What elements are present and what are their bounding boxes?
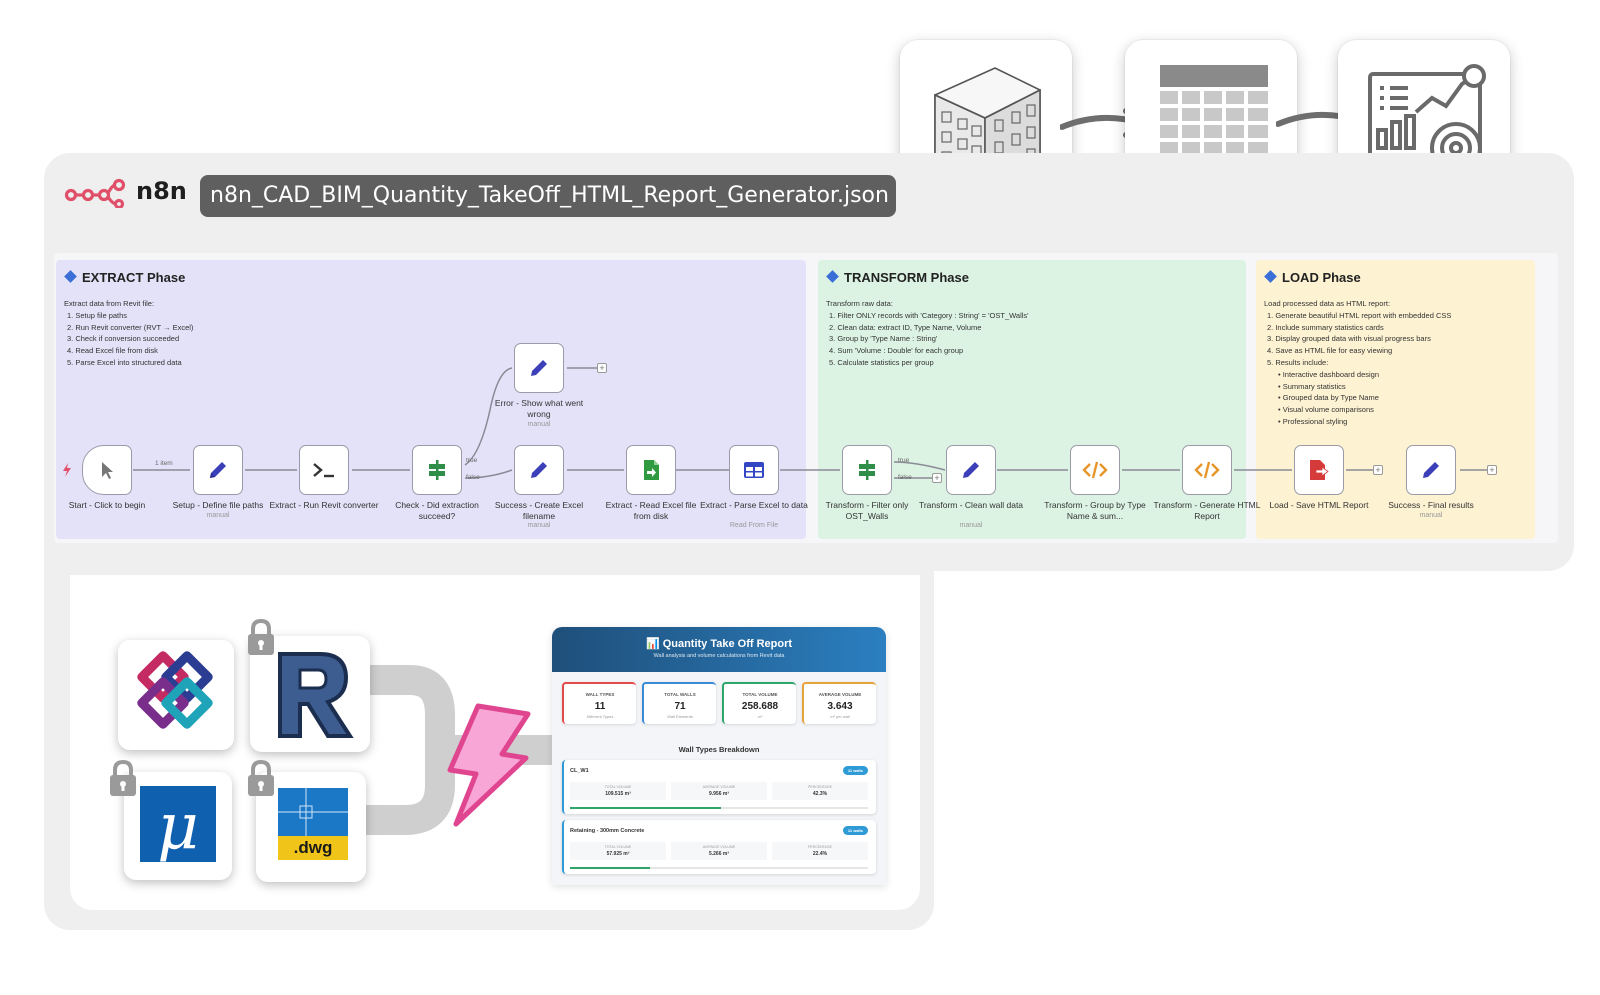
edge-label: 1 item xyxy=(155,460,173,467)
dwg-icon xyxy=(278,788,348,860)
node-label: Extract - Run Revit converter xyxy=(269,500,379,510)
node-subtitle: Read From File xyxy=(729,522,779,529)
pencil-icon xyxy=(963,462,979,478)
add-node-button[interactable]: + xyxy=(1373,465,1383,475)
report-preview[interactable]: 📊 Quantity Take Off Report Wall analysis… xyxy=(552,627,886,885)
node-label: Load - Save HTML Report xyxy=(1269,500,1369,510)
node-parse-excel[interactable] xyxy=(729,445,779,495)
ifc-icon xyxy=(137,651,213,729)
node-generate-report[interactable] xyxy=(1182,445,1232,495)
dwg-tile[interactable]: .dwg xyxy=(256,772,366,882)
connections xyxy=(133,367,1487,479)
transform-phase-description: Transform raw data: 1. Filter ONLY recor… xyxy=(826,299,1029,367)
node-success-create[interactable] xyxy=(514,445,564,495)
if-split-icon xyxy=(429,460,445,480)
report-title: 📊 Quantity Take Off Report xyxy=(645,638,793,650)
node-label: Success - Create Excel filename xyxy=(494,500,584,521)
node-error[interactable] xyxy=(514,343,564,393)
section-title: Wall Types Breakdown xyxy=(678,745,760,754)
node-subtitle: manual xyxy=(527,522,551,529)
edge-label-true: true xyxy=(898,457,910,464)
node-check[interactable] xyxy=(412,445,462,495)
cursor-icon xyxy=(102,462,113,479)
load-phase-description: Load processed data as HTML report: 1. G… xyxy=(1264,299,1452,426)
code-icon xyxy=(1082,461,1108,479)
node-label: Transform - Generate HTML Report xyxy=(1153,500,1261,521)
load-phase-title: LOAD Phase xyxy=(1264,270,1361,285)
wall-type-card: Retaining - 300mm Concrete 11 walls TOTA… xyxy=(562,820,876,874)
node-label: Extract - Parse Excel to data xyxy=(700,500,808,510)
add-node-button[interactable]: + xyxy=(1487,465,1497,475)
node-label: Success - Final results xyxy=(1388,500,1474,510)
lock-icon xyxy=(248,760,274,796)
if-split-icon xyxy=(859,460,875,480)
edge-label-true: true xyxy=(466,457,478,464)
node-label: Transform - Clean wall data xyxy=(918,500,1024,510)
transform-phase-title: TRANSFORM Phase xyxy=(826,270,969,285)
node-read-excel[interactable] xyxy=(626,445,676,495)
report-subtitle: Wall analysis and volume calculations fr… xyxy=(653,653,785,659)
node-subtitle: manual xyxy=(206,512,230,519)
progress-fill xyxy=(570,807,722,809)
table-icon xyxy=(744,462,764,478)
progress-bar xyxy=(570,867,868,869)
code-icon xyxy=(1194,461,1220,479)
node-label: Extract - Read Excel file from disk xyxy=(605,500,697,521)
node-subtitle: manual xyxy=(1419,512,1443,519)
wall-count-badge: 11 walls xyxy=(842,826,868,835)
node-start[interactable] xyxy=(82,445,132,495)
svg-text:μ: μ xyxy=(157,790,199,864)
node-subtitle: manual xyxy=(959,522,983,529)
microstation-tile[interactable]: μ xyxy=(124,772,232,880)
extract-phase-description: Extract data from Revit file: 1. Setup f… xyxy=(64,299,194,367)
pencil-icon xyxy=(1423,462,1439,478)
node-label: Transform - Group by Type Name & sum... xyxy=(1044,500,1146,521)
add-node-button[interactable]: + xyxy=(597,363,607,373)
node-subtitle: manual xyxy=(527,421,551,428)
workflow-file-name[interactable]: n8n_CAD_BIM_Quantity_TakeOff_HTML_Report… xyxy=(200,175,896,217)
pencil-icon xyxy=(531,360,547,376)
node-label: Setup - Define file paths xyxy=(172,500,264,510)
terminal-icon xyxy=(313,463,334,478)
edge-label-false: false xyxy=(466,474,480,481)
file-export-icon xyxy=(1310,460,1329,480)
node-setup[interactable] xyxy=(193,445,243,495)
node-label: Start - Click to begin xyxy=(68,500,146,510)
pencil-icon xyxy=(531,462,547,478)
report-header: 📊 Quantity Take Off Report Wall analysis… xyxy=(552,627,886,672)
file-import-icon xyxy=(644,460,659,480)
node-label: Transform - Filter only OST_Walls xyxy=(825,500,909,521)
n8n-logo-icon xyxy=(64,178,126,208)
progress-bar xyxy=(570,807,868,809)
node-save-report[interactable] xyxy=(1294,445,1344,495)
node-label: Check - Did extraction succeed? xyxy=(395,500,479,521)
node-final-results[interactable] xyxy=(1406,445,1456,495)
node-group-sum[interactable] xyxy=(1070,445,1120,495)
revit-icon xyxy=(278,652,354,738)
progress-fill xyxy=(570,867,651,869)
microstation-icon: μ xyxy=(140,786,216,864)
wall-count-badge: 11 walls xyxy=(842,766,868,775)
edge-label-false: false xyxy=(898,474,912,481)
lock-icon xyxy=(248,619,274,655)
dwg-label: .dwg xyxy=(293,838,333,857)
brand-name: n8n xyxy=(136,177,187,205)
pencil-icon xyxy=(210,462,226,478)
extract-phase-title: EXTRACT Phase xyxy=(64,270,185,285)
node-filter-walls[interactable] xyxy=(842,445,892,495)
lightning-icon xyxy=(447,703,531,827)
node-run-revit[interactable] xyxy=(299,445,349,495)
ifc-tile[interactable] xyxy=(118,640,234,750)
trigger-lightning-icon xyxy=(63,463,71,477)
lock-icon xyxy=(110,760,136,796)
add-node-button[interactable]: + xyxy=(932,473,942,483)
revit-tile[interactable] xyxy=(250,636,370,752)
node-clean-wall-data[interactable] xyxy=(946,445,996,495)
node-label: Error - Show what went wrong xyxy=(494,398,584,419)
